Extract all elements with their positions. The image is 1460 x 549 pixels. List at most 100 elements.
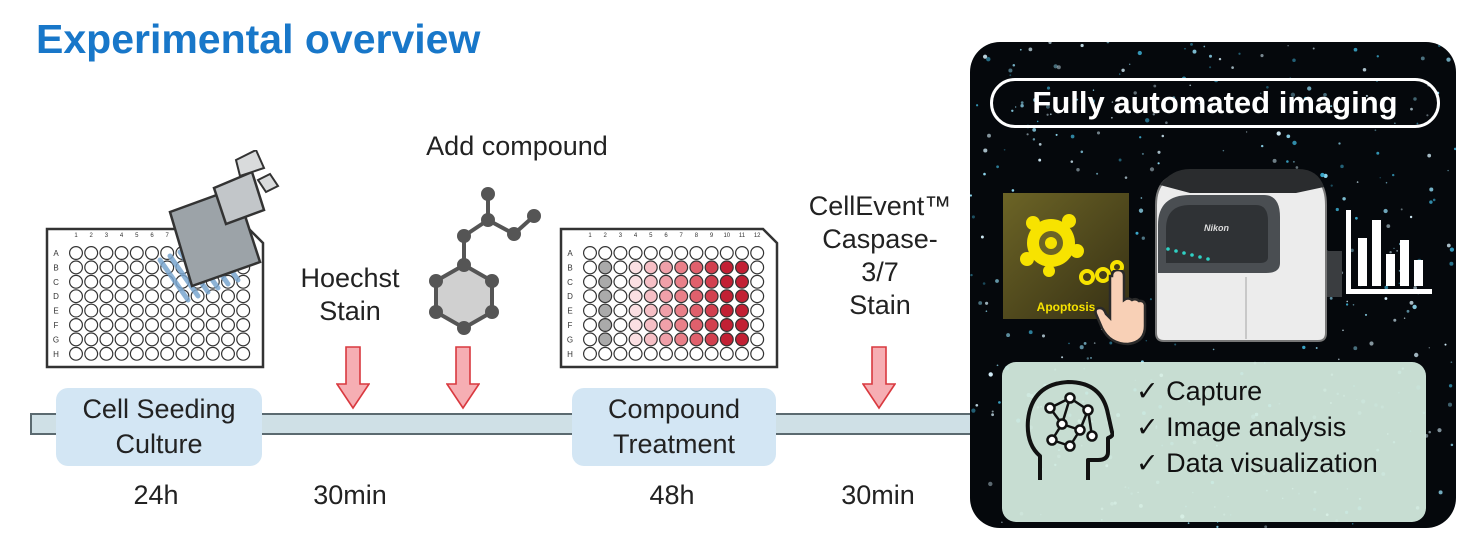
plate-row-label: A [567,249,573,258]
well [69,289,84,304]
well [190,332,205,347]
well [144,289,159,304]
well [236,346,251,361]
well [99,317,114,332]
well [144,317,159,332]
plate-col-label: 12 [754,233,761,239]
well [613,274,628,289]
well [598,246,613,261]
plate-row-label: C [567,278,573,287]
well [129,332,144,347]
well [114,346,129,361]
feature-capture-label: Capture [1166,376,1263,406]
plate-row-label: G [567,335,573,344]
well [129,303,144,318]
well [69,346,84,361]
well [689,289,704,304]
plate-row-label: E [567,307,572,316]
features-list: ✓ Capture ✓ Image analysis ✓ Data visual… [1136,376,1378,484]
plate-col-label: 5 [649,233,653,239]
well [735,317,750,332]
feature-item-image-analysis: ✓ Image analysis [1136,412,1378,448]
plate-col-label: 4 [120,233,124,239]
plate-col-label: 6 [664,233,668,239]
well [704,246,719,261]
duration-treatment: 48h [649,480,695,510]
well [583,246,598,261]
well [84,317,99,332]
well [69,260,84,275]
well [643,346,658,361]
well [735,289,750,304]
well [129,346,144,361]
well [628,317,643,332]
well [598,303,613,318]
well [674,274,689,289]
well [99,289,114,304]
well [674,346,689,361]
well [750,332,765,347]
well [221,332,236,347]
well [658,246,673,261]
well [221,303,236,318]
well [719,317,734,332]
well [735,346,750,361]
multichannel-pipette-icon [157,150,280,303]
well [674,246,689,261]
well [583,289,598,304]
well [704,332,719,347]
well [69,332,84,347]
stage-seeding-line1: Cell Seeding [82,393,236,424]
well [750,260,765,275]
plate-col-label: 3 [105,233,109,239]
well [99,260,114,275]
plate-col-label: 6 [150,233,154,239]
plate-col-label: 8 [695,233,699,239]
well [628,260,643,275]
plate-col-label: 10 [723,233,730,239]
well [704,274,719,289]
cellevent-arrow-icon [862,346,896,410]
well [84,246,99,261]
well [628,289,643,304]
well [719,274,734,289]
well [236,303,251,318]
instrument-brand: Nikon [1204,223,1230,233]
hoechst-label: Hoechst Stain [270,262,430,328]
well [84,346,99,361]
well [750,317,765,332]
well [129,260,144,275]
well [689,303,704,318]
well [643,317,658,332]
plate-row-label: G [53,335,59,344]
plate-col-label: 7 [166,233,170,239]
stage-treatment-line2: Treatment [612,429,736,459]
check-icon: ✓ [1136,412,1159,442]
well [598,317,613,332]
well [628,332,643,347]
plate-col-label: 1 [74,233,78,239]
well [658,332,673,347]
plate-row-label: A [53,249,59,258]
well [114,246,129,261]
well [735,274,750,289]
compound-arrow-icon [446,346,480,410]
well [69,274,84,289]
well [735,246,750,261]
well [160,289,175,304]
well [114,317,129,332]
well [613,246,628,261]
hoechst-line2: Stain [319,295,381,326]
automation-title: Fully automated imaging [990,78,1440,128]
well [221,346,236,361]
hand-pointer-icon [1094,270,1147,346]
well [658,260,673,275]
well [114,289,129,304]
well [221,289,236,304]
well [205,303,220,318]
well [613,332,628,347]
well [704,303,719,318]
well [613,346,628,361]
well [628,246,643,261]
